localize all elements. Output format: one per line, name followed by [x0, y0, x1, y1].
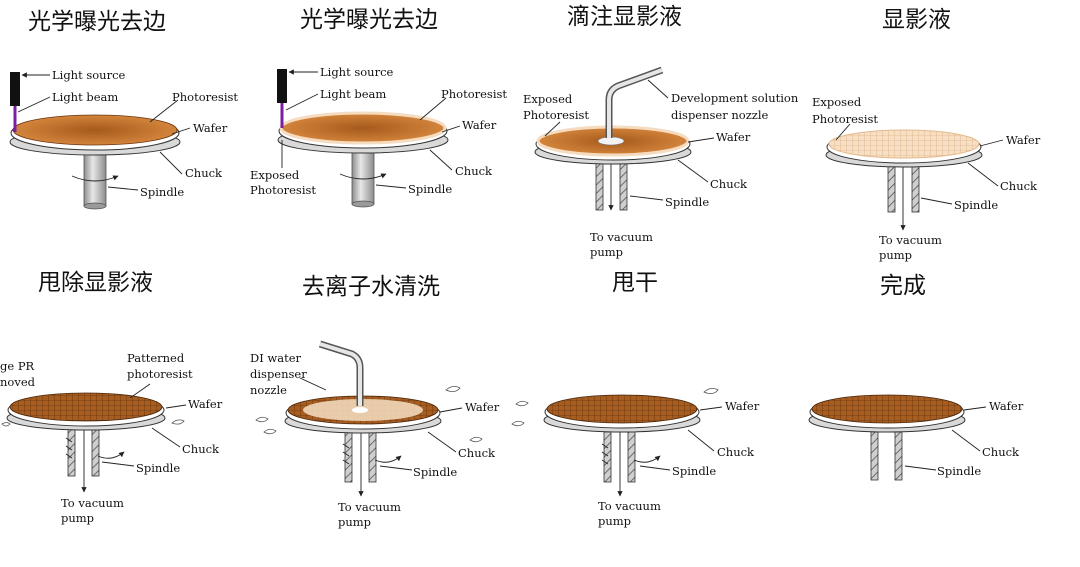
label-vacuum: To vacuum	[61, 496, 124, 510]
panel-4-title: 显影液	[882, 7, 951, 33]
label-nozzle-2: dispenser nozzle	[671, 108, 769, 122]
label-edge-pr-removed: ge PR	[0, 359, 35, 373]
label-patterned: Patterned	[127, 351, 185, 365]
label-spindle: Spindle	[413, 465, 457, 479]
droplet-icon	[511, 420, 525, 427]
label-patterned-photoresist: photoresist	[127, 367, 193, 381]
patterned-photoresist	[9, 392, 163, 422]
droplet-icon	[469, 436, 483, 443]
label-vacuum-2: pump	[590, 245, 623, 259]
label-vacuum: To vacuum	[598, 499, 661, 513]
label-light-source: Light source	[320, 65, 394, 79]
panel-6-di-rinse: 去离子水清洗 DI water dispenser nozzle Wafer C…	[250, 274, 500, 529]
photoresist-layer	[279, 111, 447, 145]
label-photoresist: Photoresist	[441, 87, 507, 101]
label-edge-pr-removed-2: noved	[0, 375, 36, 389]
label-chuck: Chuck	[710, 177, 748, 191]
label-spindle: Spindle	[136, 461, 180, 475]
label-vacuum-2: pump	[338, 515, 371, 529]
droplet-icon	[445, 386, 461, 392]
label-spindle: Spindle	[140, 185, 184, 199]
label-spindle: Spindle	[665, 195, 709, 209]
label-di-water: DI water	[250, 351, 302, 365]
panel-5-title: 甩除显影液	[38, 270, 153, 296]
droplet-icon	[515, 400, 529, 407]
panel-7-title: 甩干	[612, 270, 658, 296]
panel-7-spin-dry: 甩干 Wafer Chuck Spindle To vacuum pump	[511, 270, 760, 528]
label-light-beam: Light beam	[52, 90, 118, 104]
label-exposed: Exposed	[812, 95, 862, 109]
droplet-icon	[263, 428, 277, 435]
label-photoresist: Photoresist	[172, 90, 238, 104]
label-di-water-2: dispenser	[250, 367, 307, 381]
label-vacuum-2: pump	[879, 248, 912, 262]
droplet-icon	[255, 416, 269, 423]
label-light-source: Light source	[52, 68, 126, 82]
label-wafer: Wafer	[1006, 133, 1041, 147]
developer-puddle	[597, 136, 625, 146]
label-wafer: Wafer	[465, 400, 500, 414]
label-chuck: Chuck	[982, 445, 1020, 459]
panel-3-title: 滴注显影液	[567, 4, 682, 30]
label-wafer: Wafer	[725, 399, 760, 413]
panel-8-title: 完成	[880, 273, 926, 299]
panel-4-developer: 显影液 Exposed Photoresist Wafer Chuck Spin…	[812, 7, 1041, 262]
panel-2-edge-exposure: 光学曝光去边 Light source Light beam Photoresi…	[250, 7, 507, 208]
panel-8-complete: 完成 Wafer Chuck Spindle	[808, 273, 1024, 481]
panel-5-spin-off-developer: 甩除显影液 ge PR noved Patterned photoresist …	[0, 270, 223, 525]
label-di-water-3: nozzle	[250, 383, 287, 397]
droplet-icon	[1, 422, 11, 427]
panel-1-title: 光学曝光去边	[28, 9, 166, 35]
label-vacuum-2: pump	[598, 514, 631, 528]
label-chuck: Chuck	[717, 445, 755, 459]
panel-2-title: 光学曝光去边	[300, 7, 438, 33]
panel-1-edge-exposure: 光学曝光去边 Light source Light beam Photoresi…	[9, 9, 238, 210]
label-exposed-photoresist: Photoresist	[812, 112, 878, 126]
label-chuck: Chuck	[455, 164, 493, 178]
spindle	[83, 147, 107, 207]
panel-6-title: 去离子水清洗	[302, 274, 440, 300]
label-light-beam: Light beam	[320, 87, 386, 101]
label-wafer: Wafer	[989, 399, 1024, 413]
label-exposed: Exposed	[523, 92, 573, 106]
label-vacuum: To vacuum	[338, 500, 401, 514]
label-nozzle: Development solution	[671, 91, 799, 105]
label-exposed-photoresist: Photoresist	[250, 183, 316, 197]
label-wafer: Wafer	[462, 118, 497, 132]
label-exposed: Exposed	[250, 168, 300, 182]
panel-3-dispense-developer: 滴注显影液 Exposed Photoresist Development so…	[523, 4, 799, 259]
label-wafer: Wafer	[193, 121, 228, 135]
label-chuck: Chuck	[182, 442, 220, 456]
patterned-photoresist	[546, 394, 698, 424]
label-vacuum: To vacuum	[879, 233, 942, 247]
label-exposed-photoresist: Photoresist	[523, 108, 589, 122]
label-spindle: Spindle	[408, 182, 452, 196]
photoresist-layer	[12, 114, 178, 146]
label-vacuum-2: pump	[61, 511, 94, 525]
droplet-icon	[171, 419, 185, 425]
label-chuck: Chuck	[185, 166, 223, 180]
light-source-icon	[277, 69, 287, 103]
label-wafer: Wafer	[188, 397, 223, 411]
label-spindle: Spindle	[937, 464, 981, 478]
label-vacuum: To vacuum	[590, 230, 653, 244]
spindle	[351, 145, 375, 205]
droplet-icon	[703, 388, 719, 394]
label-chuck: Chuck	[1000, 179, 1038, 193]
patterned-photoresist	[811, 394, 963, 424]
label-wafer: Wafer	[716, 130, 751, 144]
light-source-icon	[10, 72, 20, 106]
label-spindle: Spindle	[672, 464, 716, 478]
label-spindle: Spindle	[954, 198, 998, 212]
developed-resist-layer	[828, 129, 980, 159]
label-chuck: Chuck	[458, 446, 496, 460]
